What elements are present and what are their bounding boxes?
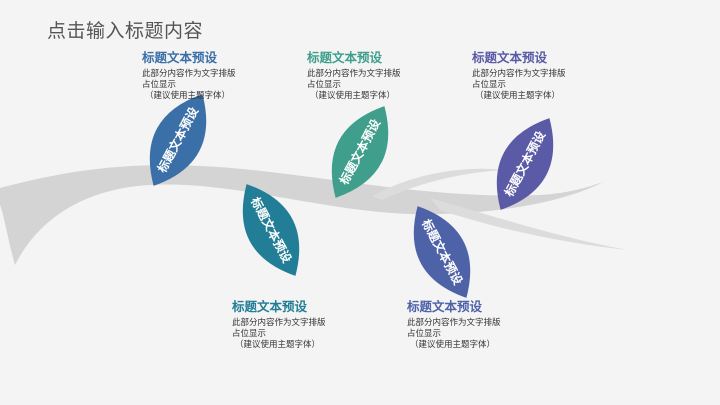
leaf-3-shape (496, 118, 554, 210)
block-2-note: （建议使用主题字体） (310, 91, 396, 101)
block-3-title: 标题文本预设 (472, 50, 548, 65)
branch-main (0, 165, 605, 265)
text-block-3[interactable]: 标题文本预设 此部分内容作为文字排版占位显示 （建议使用主题字体） (472, 50, 612, 102)
text-block-1[interactable]: 标题文本预设 此部分内容作为文字排版占位显示 （建议使用主题字体） (142, 50, 282, 102)
block-3-note: （建议使用主题字体） (475, 91, 561, 101)
leaf-5-shape (413, 206, 471, 298)
page-title[interactable]: 点击输入标题内容 (47, 20, 204, 42)
text-block-5[interactable]: 标题文本预设 此部分内容作为文字排版占位显示 （建议使用主题字体） (407, 299, 547, 351)
leaf-4[interactable]: 标题文本预设 (225, 173, 316, 287)
leaf-4-shape (242, 184, 300, 276)
block-1-note: （建议使用主题字体） (145, 91, 231, 101)
block-3-body: 此部分内容作为文字排版占位显示 (472, 69, 566, 90)
block-5-body: 此部分内容作为文字排版占位显示 (407, 318, 501, 339)
leaf-2-shape (331, 106, 389, 198)
block-4-note: （建议使用主题字体） (235, 340, 321, 350)
block-4-body: 此部分内容作为文字排版占位显示 (232, 318, 326, 339)
block-2-body: 此部分内容作为文字排版占位显示 (307, 69, 401, 90)
block-1-title: 标题文本预设 (142, 50, 218, 65)
block-5-note: （建议使用主题字体） (410, 340, 496, 350)
text-block-2[interactable]: 标题文本预设 此部分内容作为文字排版占位显示 （建议使用主题字体） (307, 50, 447, 102)
branch-twig-upper (372, 168, 505, 200)
block-4-title: 标题文本预设 (232, 299, 308, 314)
block-2-title: 标题文本预设 (307, 50, 383, 65)
leaf-1-shape (149, 94, 207, 186)
block-5-title: 标题文本预设 (407, 299, 483, 314)
text-block-4[interactable]: 标题文本预设 此部分内容作为文字排版占位显示 （建议使用主题字体） (232, 299, 372, 351)
block-1-body: 此部分内容作为文字排版占位显示 (142, 69, 236, 90)
